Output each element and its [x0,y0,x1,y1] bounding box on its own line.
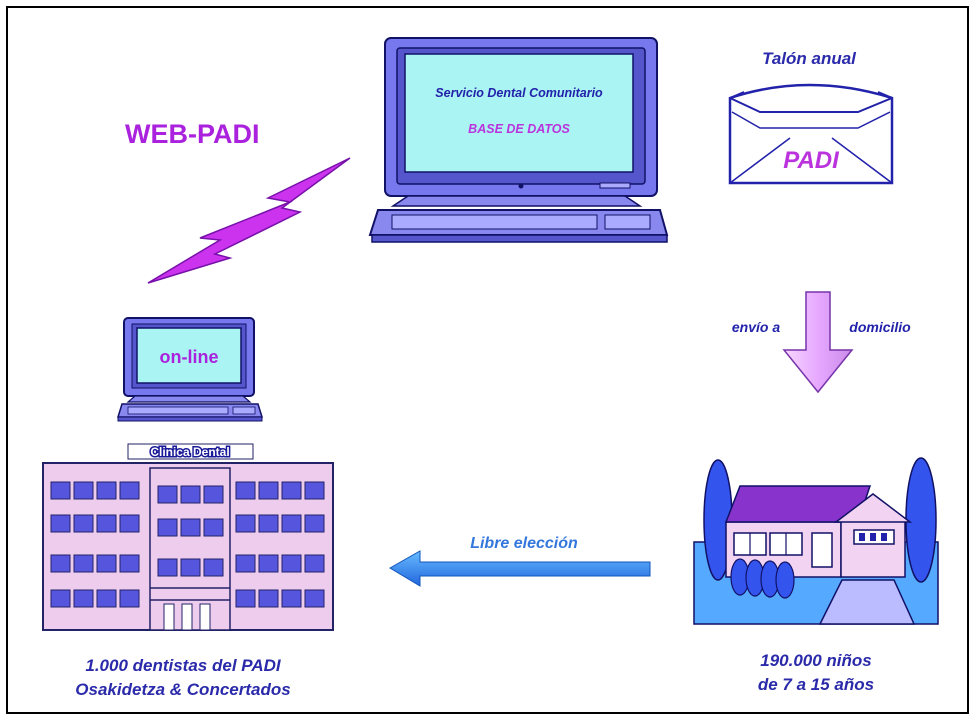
clinic-window [73,514,94,533]
clinic-window [119,514,140,533]
clinic-sign-text: Clinica Dental [150,445,229,459]
clinic-window [304,554,325,573]
voucher-envelope-icon [728,83,894,185]
clinic-window [304,514,325,533]
clinic-terminal [116,317,264,422]
delivery-down-arrow-icon [782,291,854,394]
web-padi-title: WEB-PADI [125,119,260,149]
house-roof [724,485,872,523]
delivery-label-left: envío a [732,319,780,335]
clinic-window [73,481,94,500]
server-screen-line1: Servicio Dental Comunitario [435,86,603,100]
clinic-window [235,554,256,573]
clinic-window [73,589,94,608]
clinic-window [96,589,117,608]
clinic-window [203,558,224,577]
clinic-caption-line1: 1.000 dentistas del PADI [85,656,282,675]
clinic-caption-line2: Osakidetza & Concertados [75,680,290,699]
clinic-terminal-screen [136,327,242,384]
clinic-window [203,485,224,504]
clinic-window [304,481,325,500]
free-choice-left-arrow-icon [389,550,651,587]
clinic-window [258,481,279,500]
clinic-window [96,554,117,573]
clinic-window [157,485,178,504]
clinic-building [42,462,334,631]
clinic-window [50,481,71,500]
clinic-window [258,554,279,573]
clinic-window [281,514,302,533]
clinic-sign [127,443,254,460]
clinic-window [203,518,224,537]
clinic-terminal-label: on-line [160,347,219,367]
voucher-caption: Talón anual [762,49,857,68]
clinic-window [304,589,325,608]
clinic-window [96,514,117,533]
clinic-window [180,485,201,504]
clinic-window [157,558,178,577]
homes-caption-line2: de 7 a 15 años [758,675,874,694]
clinic-window [96,481,117,500]
voucher-label: PADI [783,147,840,174]
clinic-window [281,481,302,500]
clinic-window [73,554,94,573]
server-computer [368,37,669,243]
clinic-window [258,514,279,533]
homes-caption-line1: 190.000 niños [760,651,872,670]
clinic-window [50,514,71,533]
clinic-window [119,481,140,500]
clinic-window [235,514,256,533]
free-choice-label: Libre elección [470,535,578,552]
homes-scene [693,457,939,625]
lightning-bolt-icon [147,157,351,284]
clinic-window [119,589,140,608]
server-power-led [518,183,524,189]
clinic-window [235,481,256,500]
tree-right-icon [905,457,937,583]
clinic-window [281,554,302,573]
clinic-window [50,554,71,573]
clinic-window [157,518,178,537]
clinic-window [119,554,140,573]
server-screen [404,53,634,173]
clinic-window [180,558,201,577]
clinic-window [50,589,71,608]
clinic-window [258,589,279,608]
delivery-label-right: domicilio [849,319,911,335]
server-screen-line2: BASE DE DATOS [468,122,570,136]
clinic-window [281,589,302,608]
clinic-window [235,589,256,608]
clinic-window [180,518,201,537]
